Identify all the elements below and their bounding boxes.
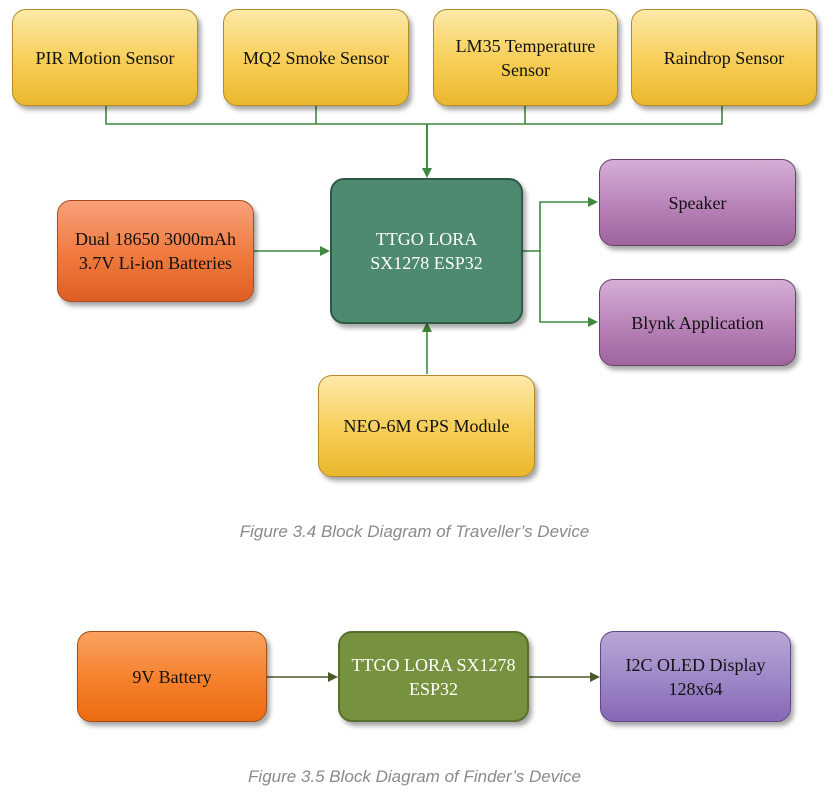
controller-to-speaker-arrow [523, 197, 598, 252]
battery-label-line1: Dual 18650 3000mAh [75, 229, 236, 249]
controller-to-blynk-arrow [539, 251, 598, 327]
ttgo-lora-controller-block: TTGO LORA SX1278 ESP32 [330, 178, 523, 324]
controller-label-line2: SX1278 ESP32 [370, 253, 483, 273]
pir-label: PIR Motion Sensor [35, 47, 175, 68]
finder-controller-label-line1: TTGO LORA SX1278 [351, 654, 516, 675]
battery-label-line2: 3.7V Li-ion Batteries [78, 253, 233, 273]
raindrop-label: Raindrop Sensor [663, 47, 785, 68]
lm35-label-line1: LM35 Temperature [455, 35, 596, 56]
figure-3-5-caption: Figure 3.5 Block Diagram of Finder’s Dev… [248, 767, 581, 786]
speaker-block: Speaker [599, 159, 796, 246]
mq2-label: MQ2 Smoke Sensor [242, 47, 389, 68]
sensor-bus-connector [105, 106, 723, 125]
controller-label-line1: TTGO LORA [375, 229, 478, 249]
li-ion-battery-block: Dual 18650 3000mAh 3.7V Li-ion Batteries [57, 200, 254, 302]
speaker-label: Speaker [668, 192, 727, 213]
figure-3-4-caption: Figure 3.4 Block Diagram of Traveller’s … [239, 522, 590, 541]
display-label-line2: 128x64 [668, 678, 723, 699]
display-label-line1: I2C OLED Display [625, 654, 766, 675]
lm35-temperature-sensor-block: LM35 Temperature Sensor [433, 9, 618, 106]
lm35-label-line2: Sensor [501, 59, 550, 80]
gps-label: NEO-6M GPS Module [343, 416, 510, 436]
battery9v-label: 9V Battery [132, 666, 212, 687]
blynk-application-block: Blynk Application [599, 279, 796, 366]
mq2-smoke-sensor-block: MQ2 Smoke Sensor [223, 9, 409, 106]
finder-controller-label-line2: ESP32 [408, 678, 459, 699]
gps-module-block: NEO-6M GPS Module [318, 375, 535, 477]
ttgo-lora-finder-controller-block: TTGO LORA SX1278 ESP32 [338, 631, 529, 722]
battery-9v-block: 9V Battery [77, 631, 267, 722]
oled-display-block: I2C OLED Display 128x64 [600, 631, 791, 722]
blynk-label: Blynk Application [631, 312, 764, 333]
pir-motion-sensor-block: PIR Motion Sensor [12, 9, 198, 106]
raindrop-sensor-block: Raindrop Sensor [631, 9, 817, 106]
